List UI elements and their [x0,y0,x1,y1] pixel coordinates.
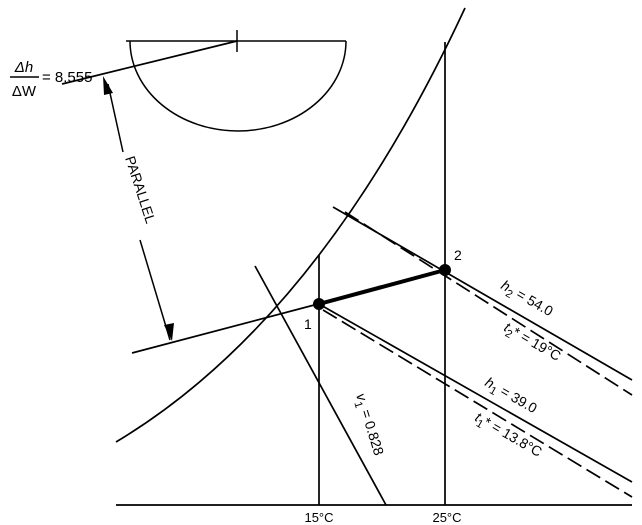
v1-subscript: 1 [351,400,364,409]
t2-label: t2* = 19°C [500,319,564,368]
parallel-line [131,303,319,354]
saturation-curve [115,7,466,443]
enthalpy-line-h1 [318,303,633,483]
t2-subscript: 2 [503,328,514,341]
wet-bulb-line-t2 [344,211,633,396]
protractor-arc [129,40,347,132]
h1-value: = 39.0 [495,381,541,417]
x-tick-label-15: 15°C [304,510,333,525]
wet-bulb-line-t1 [322,309,633,498]
x-tick-label-25: 25°C [432,510,461,525]
enthalpy-line-h2 [332,206,633,381]
h2-label: h2 = 54.0 [497,277,557,323]
slope-numerator: Δh [14,59,33,76]
parallel-indicator: PARALLEL [103,76,174,341]
t1-value: * = 13.8°C [481,414,545,460]
slope-value: = 8.555 [42,69,92,86]
parallel-arrowhead-top [103,76,113,95]
parallel-arrow-upper [107,83,124,153]
t1-label: t1* = 13.8°C [471,409,545,464]
slope-denominator: ΔW [12,83,37,100]
v1-value: = 0.828 [357,404,387,458]
parallel-label: PARALLEL [122,154,159,226]
parallel-arrow-lower [139,239,171,341]
slope-line [61,40,238,85]
t1-subscript: 1 [474,418,485,431]
state-point-2 [439,264,451,276]
slope-label: Δh ΔW = 8.555 [10,59,92,100]
state-label-2: 2 [454,247,462,263]
protractor [61,30,347,132]
h2-subscript: 2 [503,288,514,301]
parallel-arrowhead-bottom [164,323,174,341]
state-point-1 [313,298,325,310]
specific-volume-line [254,265,387,506]
h1-subscript: 1 [487,385,498,398]
state-label-1: 1 [304,316,312,332]
process-line [318,268,446,306]
t2-value: * = 19°C [510,324,564,364]
